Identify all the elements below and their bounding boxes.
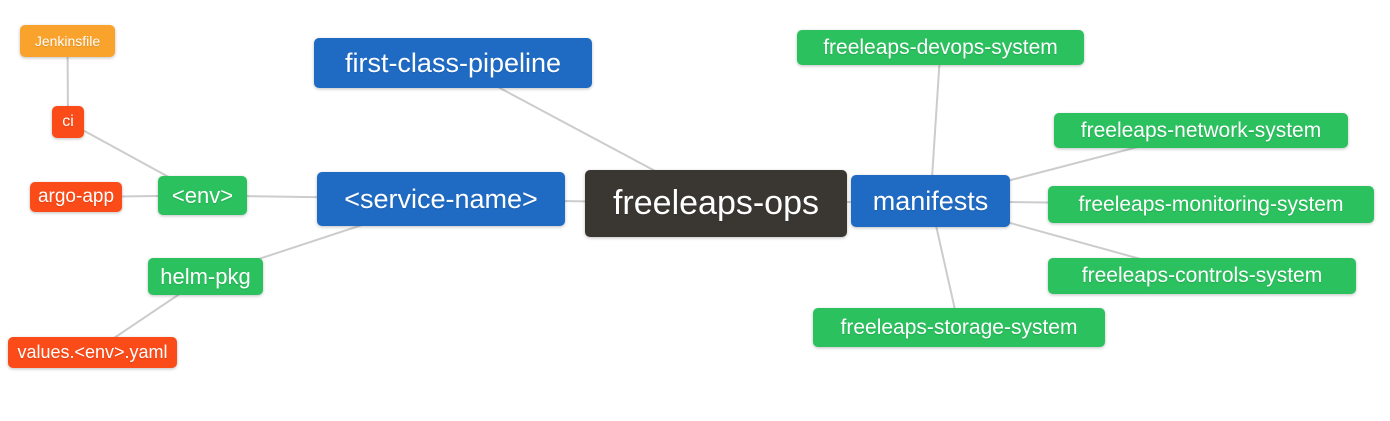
- node-label: ci: [62, 113, 74, 130]
- node-label: argo-app: [37, 186, 115, 207]
- node-ci[interactable]: ci: [52, 106, 84, 138]
- node-env[interactable]: <env>: [158, 176, 247, 215]
- node-label: freeleaps-storage-system: [840, 315, 1078, 339]
- node-label: manifests: [872, 185, 989, 216]
- node-label: freeleaps-ops: [612, 184, 819, 222]
- node-argo-app[interactable]: argo-app: [30, 182, 122, 212]
- node-label: values.<env>.yaml: [17, 342, 168, 362]
- node-label: freeleaps-controls-system: [1081, 264, 1323, 287]
- node-label: helm-pkg: [160, 263, 251, 289]
- node-monitoring-system[interactable]: freeleaps-monitoring-system: [1048, 186, 1374, 223]
- node-label: freeleaps-devops-system: [823, 35, 1058, 59]
- node-jenkinsfile[interactable]: Jenkinsfile: [20, 25, 115, 57]
- node-values-env-yaml[interactable]: values.<env>.yaml: [8, 337, 177, 368]
- node-label: first-class-pipeline: [344, 47, 562, 78]
- node-devops-system[interactable]: freeleaps-devops-system: [797, 30, 1084, 65]
- node-network-system[interactable]: freeleaps-network-system: [1054, 113, 1348, 148]
- node-label: Jenkinsfile: [34, 33, 101, 49]
- node-label: freeleaps-network-system: [1080, 118, 1322, 142]
- node-controls-system[interactable]: freeleaps-controls-system: [1048, 258, 1356, 294]
- node-helm-pkg[interactable]: helm-pkg: [148, 258, 263, 295]
- node-label: <service-name>: [344, 183, 538, 214]
- node-storage-system[interactable]: freeleaps-storage-system: [813, 308, 1105, 347]
- node-label: <env>: [171, 182, 234, 208]
- node-manifests[interactable]: manifests: [851, 175, 1010, 227]
- node-first-class-pipeline[interactable]: first-class-pipeline: [314, 38, 592, 88]
- node-service-name[interactable]: <service-name>: [317, 172, 565, 226]
- node-label: freeleaps-monitoring-system: [1078, 192, 1344, 216]
- node-freeleaps-ops[interactable]: freeleaps-ops: [585, 170, 847, 237]
